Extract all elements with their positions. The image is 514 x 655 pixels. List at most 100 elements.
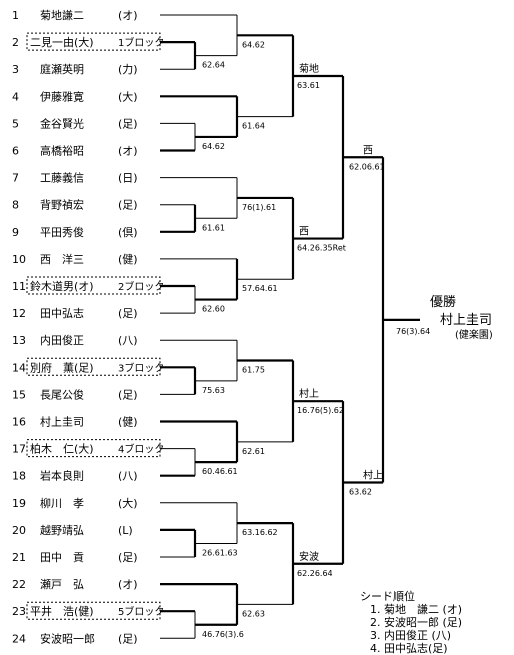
player-number: 11	[12, 280, 26, 293]
match-score: 63.16.62	[242, 528, 278, 537]
player-club: (オ)	[118, 9, 138, 22]
player-number: 23	[12, 605, 26, 618]
player-name: 長尾公俊	[40, 387, 84, 401]
match-score: 63.61	[297, 81, 320, 90]
player-name: 柏木 仁(大)	[30, 442, 94, 456]
round-winner: 村上	[299, 387, 319, 400]
match-score: 62.64	[202, 61, 225, 70]
player-club: (足)	[118, 199, 138, 212]
player-name: 内田俊正	[40, 333, 84, 347]
player-club: (足)	[118, 388, 138, 401]
player-club: (オ)	[118, 578, 138, 591]
player-club: (力)	[118, 63, 138, 76]
player-number: 15	[12, 388, 26, 401]
match-score: 63.62	[349, 487, 372, 496]
block-label: 5ブロック	[118, 605, 164, 618]
player-name: 越野靖弘	[40, 523, 84, 537]
match-score: 75.63	[202, 386, 225, 395]
player-name: 別府 薫(足)	[30, 360, 94, 374]
match-score: 64.62	[202, 142, 225, 151]
player-name: 村上圭司	[40, 415, 84, 429]
seed-order-item: 3. 内田俊正 (八)	[370, 629, 452, 642]
player-name: 背野禎宏	[40, 198, 84, 212]
match-score: 62.61	[242, 447, 265, 456]
player-club: (足)	[118, 632, 138, 645]
player-club: (日)	[118, 172, 138, 185]
player-number: 8	[12, 199, 19, 212]
player-name: 菊地謙二	[40, 9, 84, 22]
player-number: 17	[12, 443, 26, 456]
player-club: (健)	[118, 253, 138, 266]
player-number: 9	[12, 226, 19, 239]
player-name: 瀬戸 弘	[40, 577, 84, 591]
champion-name: 村上圭司	[440, 313, 492, 328]
match-score: 64.62	[242, 40, 265, 49]
match-score: 62.26.64	[297, 569, 333, 578]
player-number: 3	[12, 63, 19, 76]
block-label: 3ブロック	[118, 361, 164, 374]
match-score: 61.61	[202, 223, 225, 232]
match-score: 61.75	[242, 366, 265, 375]
match-score: 16.76(5).62	[297, 406, 344, 415]
player-club: (大)	[118, 496, 138, 510]
player-number: 13	[12, 334, 26, 347]
player-name: 二見一由(大)	[30, 35, 94, 49]
round-winner: 安波	[299, 550, 319, 563]
seed-order-item: 1. 菊地 謙二 (オ)	[370, 603, 463, 616]
match-score: 62.60	[202, 305, 225, 314]
semi-winner: 西	[363, 145, 373, 156]
player-name: 金谷賢光	[40, 116, 84, 130]
player-number: 5	[12, 117, 19, 130]
player-name: 伊藤雅寛	[40, 89, 84, 103]
seed-order-legend: シード順位 1. 菊地 謙二 (オ) 2. 安波昭一郎 (足) 3. 内田俊正 …	[360, 590, 462, 655]
player-club: (足)	[118, 117, 138, 130]
block-label: 1ブロック	[118, 36, 164, 49]
player-number: 10	[12, 253, 26, 266]
match-score: 46.76(3).6	[202, 630, 244, 639]
player-name: 工藤義信	[40, 171, 84, 185]
player-name: 平田秀俊	[40, 225, 84, 239]
player-club: (八)	[118, 334, 138, 347]
player-number: 16	[12, 416, 26, 429]
player-club: (健)	[118, 416, 138, 429]
match-score: 61.64	[242, 122, 265, 131]
match-score: 62.06.61	[349, 162, 385, 171]
final-score: 76(3).64	[396, 327, 430, 336]
player-name: 田中 貢	[40, 551, 84, 564]
match-score: 57.64.61	[242, 284, 278, 293]
champion-club: (健楽園)	[455, 328, 493, 341]
match-score: 62.63	[242, 609, 265, 618]
block-label: 4ブロック	[118, 443, 164, 456]
seed-order-item: 2. 安波昭一郎 (足)	[370, 616, 463, 629]
player-number: 6	[12, 145, 19, 158]
player-name: 平井 浩(健)	[30, 604, 94, 618]
player-number: 1	[12, 9, 19, 22]
player-name: 鈴木道男(オ)	[30, 279, 94, 293]
player-number: 14	[12, 361, 26, 374]
match-score: 26.61.63	[202, 548, 238, 557]
champion-label: 優勝	[430, 295, 456, 310]
player-name: 庭瀬英明	[40, 62, 84, 76]
player-number: 12	[12, 307, 26, 320]
player-number: 7	[12, 172, 19, 185]
semi-winner: 村上	[363, 468, 383, 481]
player-club: (大)	[118, 89, 138, 103]
player-club: (足)	[118, 551, 138, 564]
player-club: (倶)	[118, 225, 138, 239]
player-club: (オ)	[118, 145, 138, 158]
seed-order-item: 4. 田中弘志(足)	[370, 642, 448, 655]
player-number: 19	[12, 497, 26, 510]
player-name: 岩本良則	[40, 469, 84, 483]
block-label: 2ブロック	[118, 280, 164, 293]
match-score: 64.26.35Ret	[297, 244, 346, 253]
player-number: 2	[12, 36, 19, 49]
player-number: 4	[12, 90, 19, 103]
player-club: (足)	[118, 307, 138, 320]
round-winner: 西	[299, 227, 309, 238]
round-winner: 菊地	[299, 62, 319, 75]
seed-order-title: シード順位	[360, 590, 415, 603]
player-number: 22	[12, 578, 26, 591]
player-number: 21	[12, 551, 26, 564]
player-name: 安波昭一郎	[40, 631, 95, 645]
